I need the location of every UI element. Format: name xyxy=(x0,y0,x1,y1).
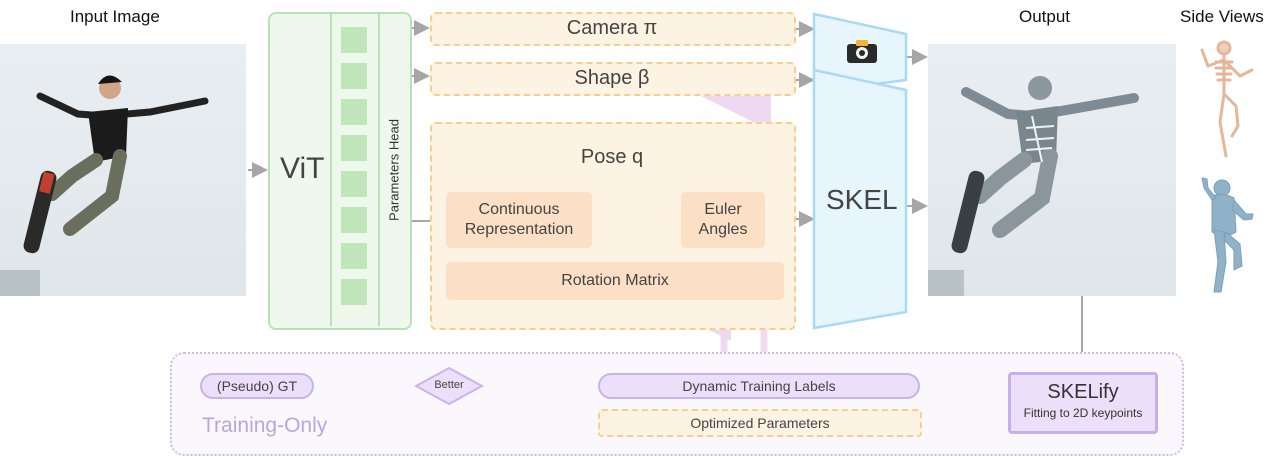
token xyxy=(341,279,367,305)
token xyxy=(341,63,367,89)
token xyxy=(341,135,367,161)
pseudo-gt-node: (Pseudo) GT xyxy=(200,373,314,399)
camera-param-box xyxy=(430,12,796,46)
optimized-parameters-node: Optimized Parameters xyxy=(598,409,922,437)
parameters-head-label: Parameters Head xyxy=(386,119,402,221)
header-output: Output xyxy=(1019,7,1071,26)
token-column xyxy=(341,27,369,305)
output-image xyxy=(928,44,1176,296)
input-image xyxy=(0,44,246,296)
training-only-label: Training-Only xyxy=(202,414,328,437)
shape-param-label: Shape β xyxy=(574,67,650,89)
shape-param-box xyxy=(430,62,796,96)
dynamic-training-labels-node: Dynamic Training Labels xyxy=(598,373,920,399)
token xyxy=(341,27,367,53)
token xyxy=(341,243,367,269)
euler-angles-block: Euler Angles xyxy=(681,192,765,248)
token xyxy=(341,99,367,125)
camera-icon xyxy=(847,40,877,63)
output-overlay xyxy=(928,76,1139,296)
skel-trapezoid xyxy=(812,68,908,330)
better-label: Better xyxy=(434,379,464,391)
token xyxy=(341,171,367,197)
skeleton-figure xyxy=(1200,40,1254,158)
better-diamond xyxy=(414,366,484,406)
pose-param-label: Pose q xyxy=(580,146,644,168)
camera-param-label: Camera π xyxy=(566,17,658,39)
vit-block xyxy=(268,12,412,330)
mesh-figure xyxy=(1201,177,1254,293)
skateboarder-image xyxy=(0,75,209,296)
token xyxy=(341,207,367,233)
vit-divider-2 xyxy=(378,14,380,326)
vit-divider-1 xyxy=(330,14,332,326)
continuous-representation-block: Continuous Representation xyxy=(446,192,592,248)
skelify-node: SKELify Fitting to 2D keypoints xyxy=(1008,372,1158,434)
header-input-image: Input Image xyxy=(70,7,160,26)
skelify-subtitle: Fitting to 2D keypoints xyxy=(1023,406,1143,420)
rotation-matrix-block: Rotation Matrix xyxy=(446,262,784,300)
skel-label: SKEL xyxy=(826,184,898,215)
vit-label: ViT xyxy=(280,152,325,185)
header-side-views: Side Views xyxy=(1180,7,1264,26)
skelify-title: SKELify xyxy=(1047,381,1119,403)
